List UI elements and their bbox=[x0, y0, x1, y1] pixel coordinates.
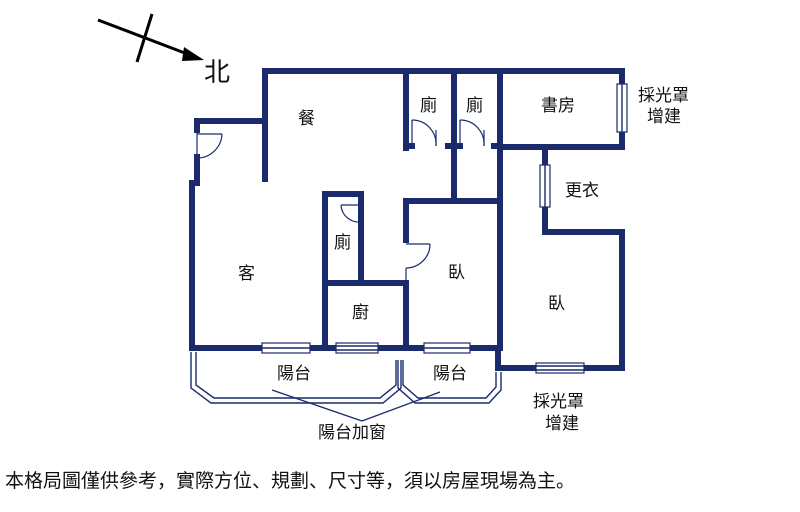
compass-cross-line bbox=[135, 13, 154, 63]
room-toilet-1: 廁 bbox=[420, 95, 437, 116]
windows bbox=[261, 83, 628, 374]
skylight-top-line2: 增建 bbox=[647, 107, 681, 127]
compass-north-label: 北 bbox=[204, 58, 230, 88]
skylight-bottom-line2: 增建 bbox=[545, 414, 579, 434]
walls bbox=[189, 68, 625, 371]
balcony-window-label: 陽台加窗 bbox=[318, 423, 386, 443]
balcony-window-outline bbox=[190, 352, 502, 404]
toilet-3-door bbox=[340, 204, 362, 223]
toilet-1-door bbox=[411, 119, 437, 147]
room-toilet-2: 廁 bbox=[466, 95, 483, 116]
room-balcony-1: 陽台 bbox=[277, 364, 311, 384]
bedroom-1-balcony-door bbox=[423, 342, 471, 354]
room-dressing: 更衣 bbox=[565, 181, 599, 201]
entry-door bbox=[196, 130, 223, 159]
room-living: 客 bbox=[238, 264, 255, 284]
skylight-bottom-line1: 採光罩 bbox=[533, 392, 584, 412]
compass-arrow-head bbox=[182, 47, 204, 61]
room-dining: 餐 bbox=[298, 109, 315, 129]
room-balcony-2: 陽台 bbox=[433, 364, 467, 384]
study-skylight-window bbox=[616, 83, 628, 133]
dressing-window bbox=[539, 164, 551, 208]
doors bbox=[196, 119, 485, 285]
bedroom-1-door bbox=[405, 243, 431, 285]
bedroom-2-skylight-window bbox=[535, 362, 585, 374]
room-bedroom-2: 臥 bbox=[548, 294, 565, 314]
room-kitchen: 廚 bbox=[352, 302, 369, 323]
skylight-top-line1: 採光罩 bbox=[638, 86, 689, 106]
room-toilet-3: 廁 bbox=[334, 232, 351, 253]
disclaimer-text: 本格局圖僅供參考，實際方位、規劃、尺寸等，須以房屋現場為主。 bbox=[5, 470, 575, 492]
living-balcony-door bbox=[261, 342, 311, 354]
compass: 北 bbox=[97, 13, 230, 88]
balcony-window-leaders bbox=[271, 389, 441, 422]
room-labels: 餐 廁 廁 書房 更衣 廁 客 廚 臥 臥 陽台 陽台 bbox=[238, 95, 599, 384]
kitchen-window bbox=[335, 342, 379, 354]
room-study: 書房 bbox=[541, 96, 575, 116]
annotations: 採光罩 增建 採光罩 增建 陽台加窗 bbox=[318, 86, 689, 443]
room-bedroom-1: 臥 bbox=[448, 263, 465, 283]
toilet-2-door bbox=[459, 119, 485, 147]
